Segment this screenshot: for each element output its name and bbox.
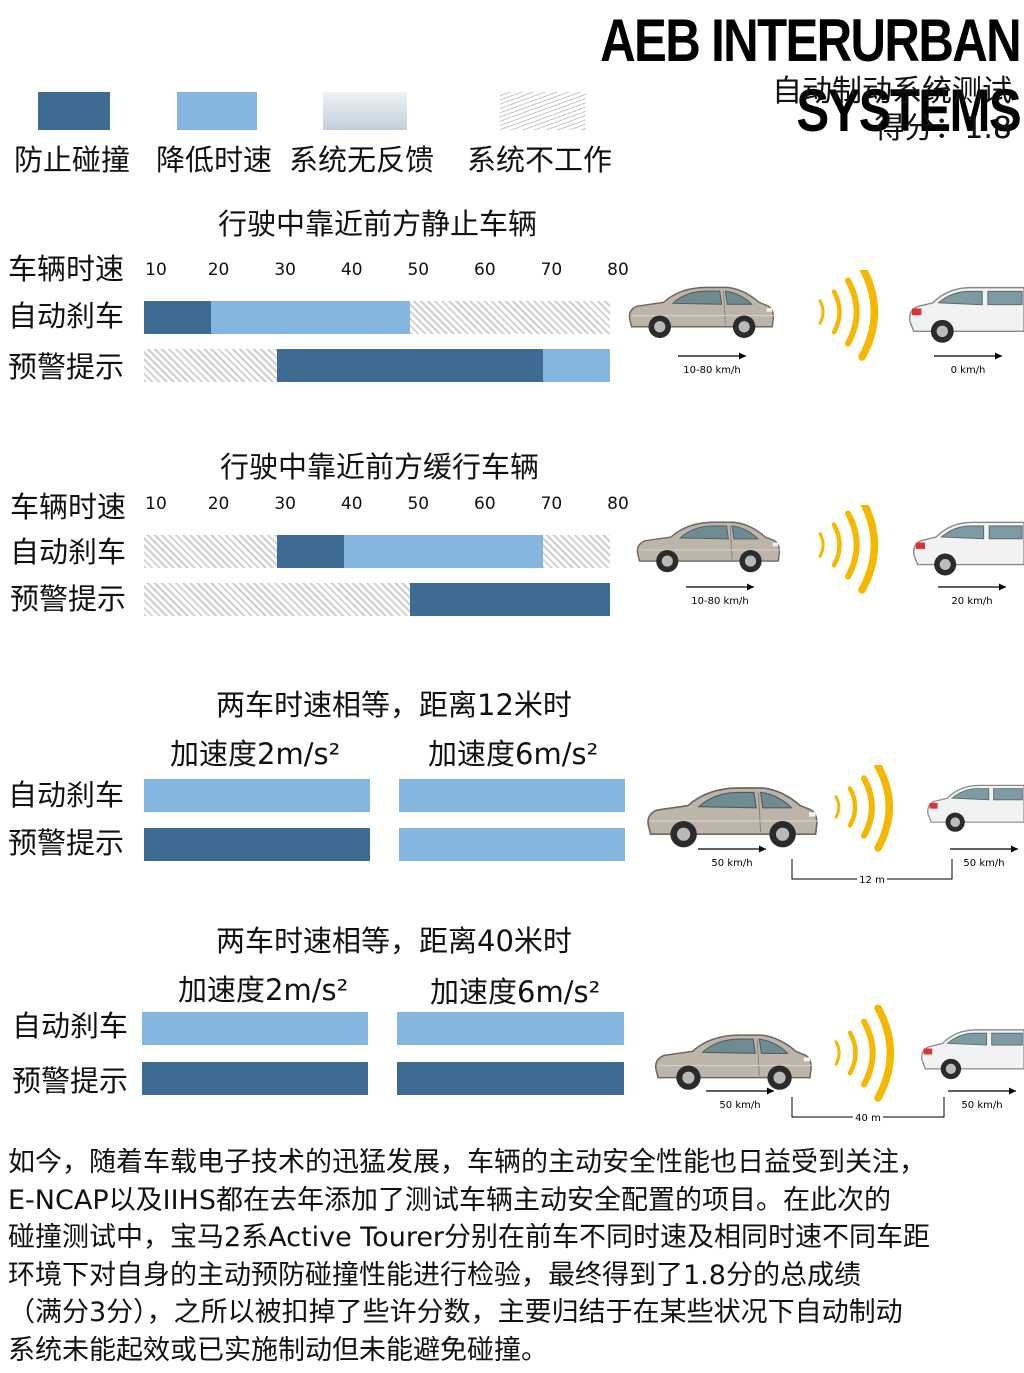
scene-3: 50 km/h 50 km/h 12 m — [640, 762, 1024, 890]
section-3-warn-bar-1 — [144, 828, 370, 861]
scene-2: 10-80 km/h 20 km/h — [630, 496, 1024, 615]
section-4-warn-bar-1 — [142, 1062, 368, 1095]
section-1-warn-segment-prevent — [277, 349, 544, 382]
speed-tick: 20 — [207, 260, 230, 280]
paragraph-line-4: 环境下对自身的主动预防碰撞性能进行检验，最终得到了1.8分的总成绩 — [8, 1259, 861, 1291]
section-3-warn-bar-2 — [399, 828, 625, 861]
legend-swatch-notwork — [500, 92, 586, 130]
scene-4: 50 km/h 50 km/h 40 m — [648, 1004, 1024, 1127]
svg-text:10-80 km/h: 10-80 km/h — [683, 365, 740, 376]
section-3-brake-bar-2 — [399, 779, 625, 812]
section-2-warn-segment-notwork — [144, 583, 411, 616]
speed-tick: 70 — [540, 494, 563, 514]
speed-tick: 70 — [540, 260, 563, 280]
legend-label-nofeed: 系统无反馈 — [289, 143, 435, 177]
section-4-brake-bar-2 — [397, 1012, 624, 1045]
svg-text:12 m: 12 m — [859, 875, 885, 886]
section-1-speed-label: 车辆时速 — [8, 252, 125, 286]
section-4-brake-bar-1 — [142, 1012, 368, 1045]
speed-tick: 40 — [340, 494, 363, 514]
speed-tick: 60 — [474, 494, 496, 514]
section-2-brake-segment-reduce — [343, 535, 544, 568]
legend-swatch-reduce — [177, 92, 257, 130]
section-2-warn-segment-prevent — [410, 583, 610, 616]
speed-tick: 80 — [607, 494, 629, 514]
section-2-brake-segment-prevent — [277, 535, 344, 568]
section-3-title: 两车时速相等，距离12米时 — [216, 688, 572, 722]
section-2-brake-segment-notwork — [543, 535, 610, 568]
section-4-accel-label-1: 加速度2m/s² — [178, 973, 349, 1007]
speed-tick: 50 — [407, 494, 430, 514]
paragraph-line-2: E-NCAP以及IIHS都在去年添加了测试车辆主动安全配置的项目。在此次的 — [8, 1184, 891, 1216]
speed-tick: 30 — [274, 260, 296, 280]
paragraph-line-1: 如今，随着车载电子技术的迅猛发展，车辆的主动安全性能也日益受到关注， — [8, 1147, 926, 1178]
score-label: 得分：1.8 — [874, 111, 1012, 146]
section-4-title: 两车时速相等，距离40米时 — [216, 924, 572, 958]
legend-swatch-prevent — [38, 92, 110, 130]
svg-text:20 km/h: 20 km/h — [951, 596, 992, 607]
section-3-brake-bar-1 — [144, 779, 370, 812]
legend-swatch-nofeed — [323, 92, 407, 130]
speed-tick: 60 — [474, 260, 496, 280]
description-paragraph: 如今，随着车载电子技术的迅猛发展，车辆的主动安全性能也日益受到关注， E-NCA… — [8, 1144, 1020, 1369]
paragraph-line-5: （满分3分），之所以被扣掉了些许分数，主要归结于在某些状况下自动制动 — [8, 1297, 903, 1328]
svg-text:50 km/h: 50 km/h — [719, 1100, 760, 1111]
svg-text:50 km/h: 50 km/h — [961, 1100, 1002, 1111]
paragraph-line-6: 系统未能起效或已实施制动但未能避免碰撞。 — [8, 1334, 548, 1366]
section-1-brake-label: 自动刹车 — [8, 299, 125, 333]
speed-tick: 50 — [407, 260, 430, 280]
svg-text:0 km/h: 0 km/h — [951, 365, 986, 376]
page-subtitle: 自动制动系统测试 — [772, 74, 1012, 109]
section-4-accel-label-2: 加速度6m/s² — [430, 975, 601, 1009]
speed-tick: 10 — [145, 494, 167, 514]
svg-text:50 km/h: 50 km/h — [963, 858, 1004, 869]
paragraph-line-3: 碰撞测试中，宝马2系Active Tourer分别在前车不同时速及相同时速不同车… — [8, 1222, 931, 1253]
section-1-brake-segment-reduce — [210, 301, 411, 334]
section-4-warn-label: 预警提示 — [12, 1064, 129, 1098]
section-1-brake-segment-notwork — [410, 301, 610, 334]
legend-label-notwork: 系统不工作 — [467, 143, 613, 177]
section-4-brake-label: 自动刹车 — [12, 1009, 129, 1043]
section-2-speed-label: 车辆时速 — [10, 490, 127, 524]
speed-tick: 10 — [145, 260, 167, 280]
section-2-brake-label: 自动刹车 — [10, 535, 127, 569]
speed-tick: 80 — [607, 260, 629, 280]
section-3-brake-label: 自动刹车 — [8, 778, 125, 812]
speed-tick: 20 — [207, 494, 230, 514]
section-2-title: 行驶中靠近前方缓行车辆 — [220, 450, 540, 484]
legend-label-reduce: 降低时速 — [156, 143, 273, 177]
section-1-brake-segment-prevent — [144, 301, 211, 334]
legend-label-prevent: 防止碰撞 — [14, 143, 131, 177]
section-3-accel-label-2: 加速度6m/s² — [428, 737, 599, 771]
scene-1: 10-80 km/h 0 km/h — [622, 263, 1024, 385]
section-1-warn-segment-reduce — [543, 349, 610, 382]
section-2-warn-label: 预警提示 — [10, 582, 127, 616]
svg-text:50 km/h: 50 km/h — [711, 858, 752, 869]
section-1-title: 行驶中靠近前方静止车辆 — [218, 207, 538, 241]
page-title: AEB INTERURBAN SYSTEMS — [600, 7, 1021, 144]
section-3-warn-label: 预警提示 — [8, 826, 125, 860]
section-1-warn-label: 预警提示 — [8, 350, 125, 384]
speed-tick: 30 — [274, 494, 296, 514]
svg-text:40 m: 40 m — [855, 1113, 881, 1124]
speed-tick: 40 — [340, 260, 363, 280]
svg-text:10-80 km/h: 10-80 km/h — [691, 596, 748, 607]
section-2-brake-segment-notwork — [144, 535, 278, 568]
section-4-warn-bar-2 — [397, 1062, 624, 1095]
section-1-warn-segment-notwork — [144, 349, 278, 382]
section-3-accel-label-1: 加速度2m/s² — [170, 737, 341, 771]
